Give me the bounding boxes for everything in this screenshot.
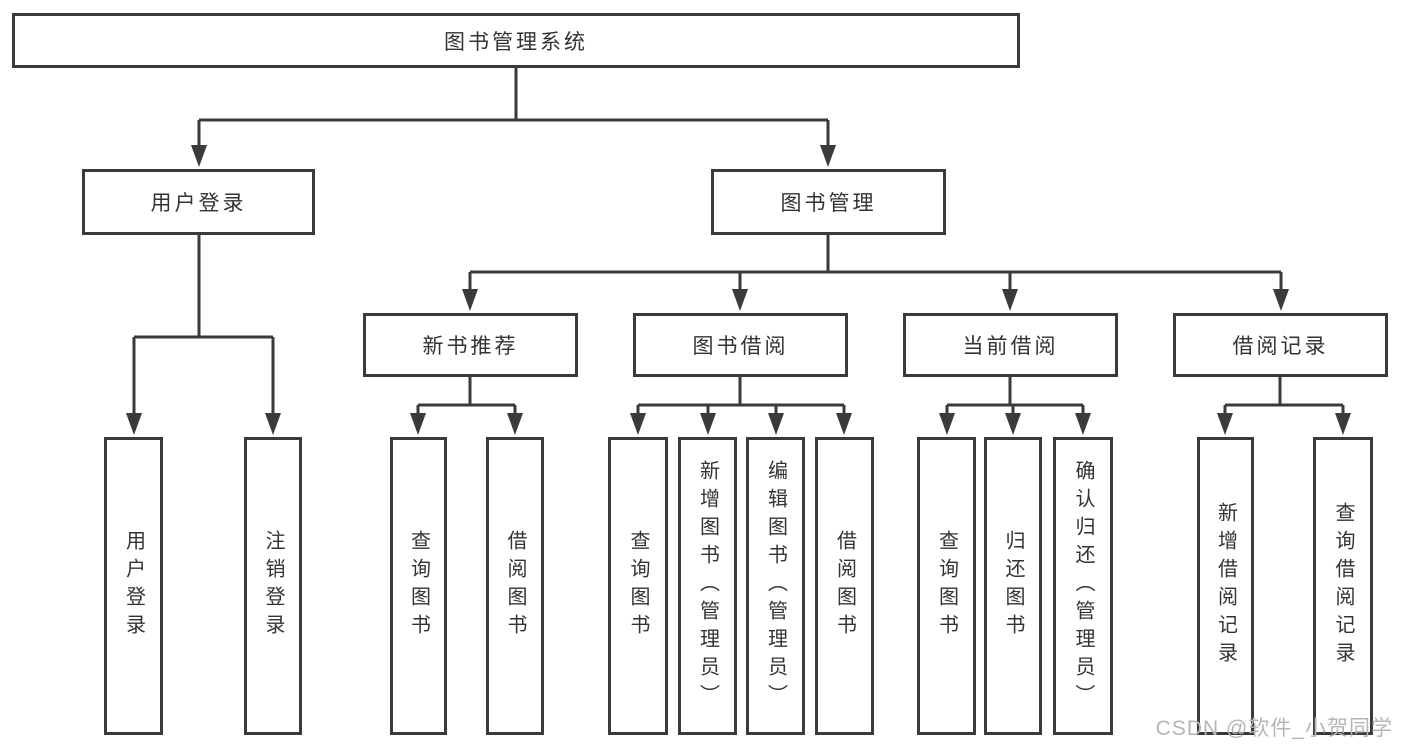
leaf-nbr-query-books: 查询图书 [390, 437, 447, 735]
node-root: 图书管理系统 [12, 13, 1020, 68]
leaf-bb-edit-books: 编辑图书（管理员） [746, 437, 805, 735]
node-new-book-recommend-label: 新书推荐 [422, 335, 519, 358]
leaf-logout: 注销登录 [244, 437, 302, 735]
leaf-cb-confirm-return-label: 确认归还（管理员） [1072, 460, 1094, 712]
node-borrowing-records: 借阅记录 [1173, 313, 1388, 377]
leaf-br-query-record-label: 查询借阅记录 [1332, 502, 1354, 670]
leaf-cb-confirm-return: 确认归还（管理员） [1053, 437, 1113, 735]
leaf-cb-return-books-label: 归还图书 [1002, 530, 1024, 642]
node-user-login-label: 用户登录 [150, 192, 247, 215]
node-root-label: 图书管理系统 [444, 30, 588, 54]
node-current-borrowing-label: 当前借阅 [962, 335, 1059, 358]
leaf-nbr-query-books-label: 查询图书 [407, 530, 430, 642]
leaf-cb-query-books-label: 查询图书 [935, 530, 958, 642]
leaf-cb-query-books: 查询图书 [917, 437, 976, 735]
leaf-bb-edit-books-label: 编辑图书（管理员） [764, 460, 787, 712]
leaf-bb-query-books: 查询图书 [608, 437, 668, 735]
csdn-watermark: CSDN @软件_小贺同学 [1155, 717, 1393, 740]
node-user-login: 用户登录 [82, 169, 315, 235]
leaf-br-add-record-label: 新增借阅记录 [1214, 502, 1237, 670]
leaf-bb-add-books-label: 新增图书（管理员） [696, 460, 719, 712]
leaf-nbr-borrow-books: 借阅图书 [486, 437, 544, 735]
leaf-user-login-label: 用户登录 [122, 530, 145, 642]
node-book-borrowing: 图书借阅 [633, 313, 848, 377]
leaf-bb-query-books-label: 查询图书 [627, 530, 649, 642]
node-book-management: 图书管理 [711, 169, 946, 235]
leaf-br-add-record: 新增借阅记录 [1197, 437, 1254, 735]
node-borrowing-records-label: 借阅记录 [1232, 335, 1329, 358]
node-new-book-recommend: 新书推荐 [363, 313, 578, 377]
leaf-bb-borrow-books: 借阅图书 [815, 437, 874, 735]
leaf-nbr-borrow-books-label: 借阅图书 [504, 530, 526, 642]
leaf-br-query-record: 查询借阅记录 [1313, 437, 1373, 735]
leaf-bb-borrow-books-label: 借阅图书 [833, 530, 856, 642]
leaf-bb-add-books: 新增图书（管理员） [678, 437, 737, 735]
leaf-user-login: 用户登录 [104, 437, 163, 735]
leaf-logout-label: 注销登录 [262, 530, 284, 642]
leaf-cb-return-books: 归还图书 [984, 437, 1042, 735]
node-book-borrowing-label: 图书借阅 [692, 335, 789, 358]
node-book-management-label: 图书管理 [780, 192, 877, 215]
node-current-borrowing: 当前借阅 [903, 313, 1118, 377]
